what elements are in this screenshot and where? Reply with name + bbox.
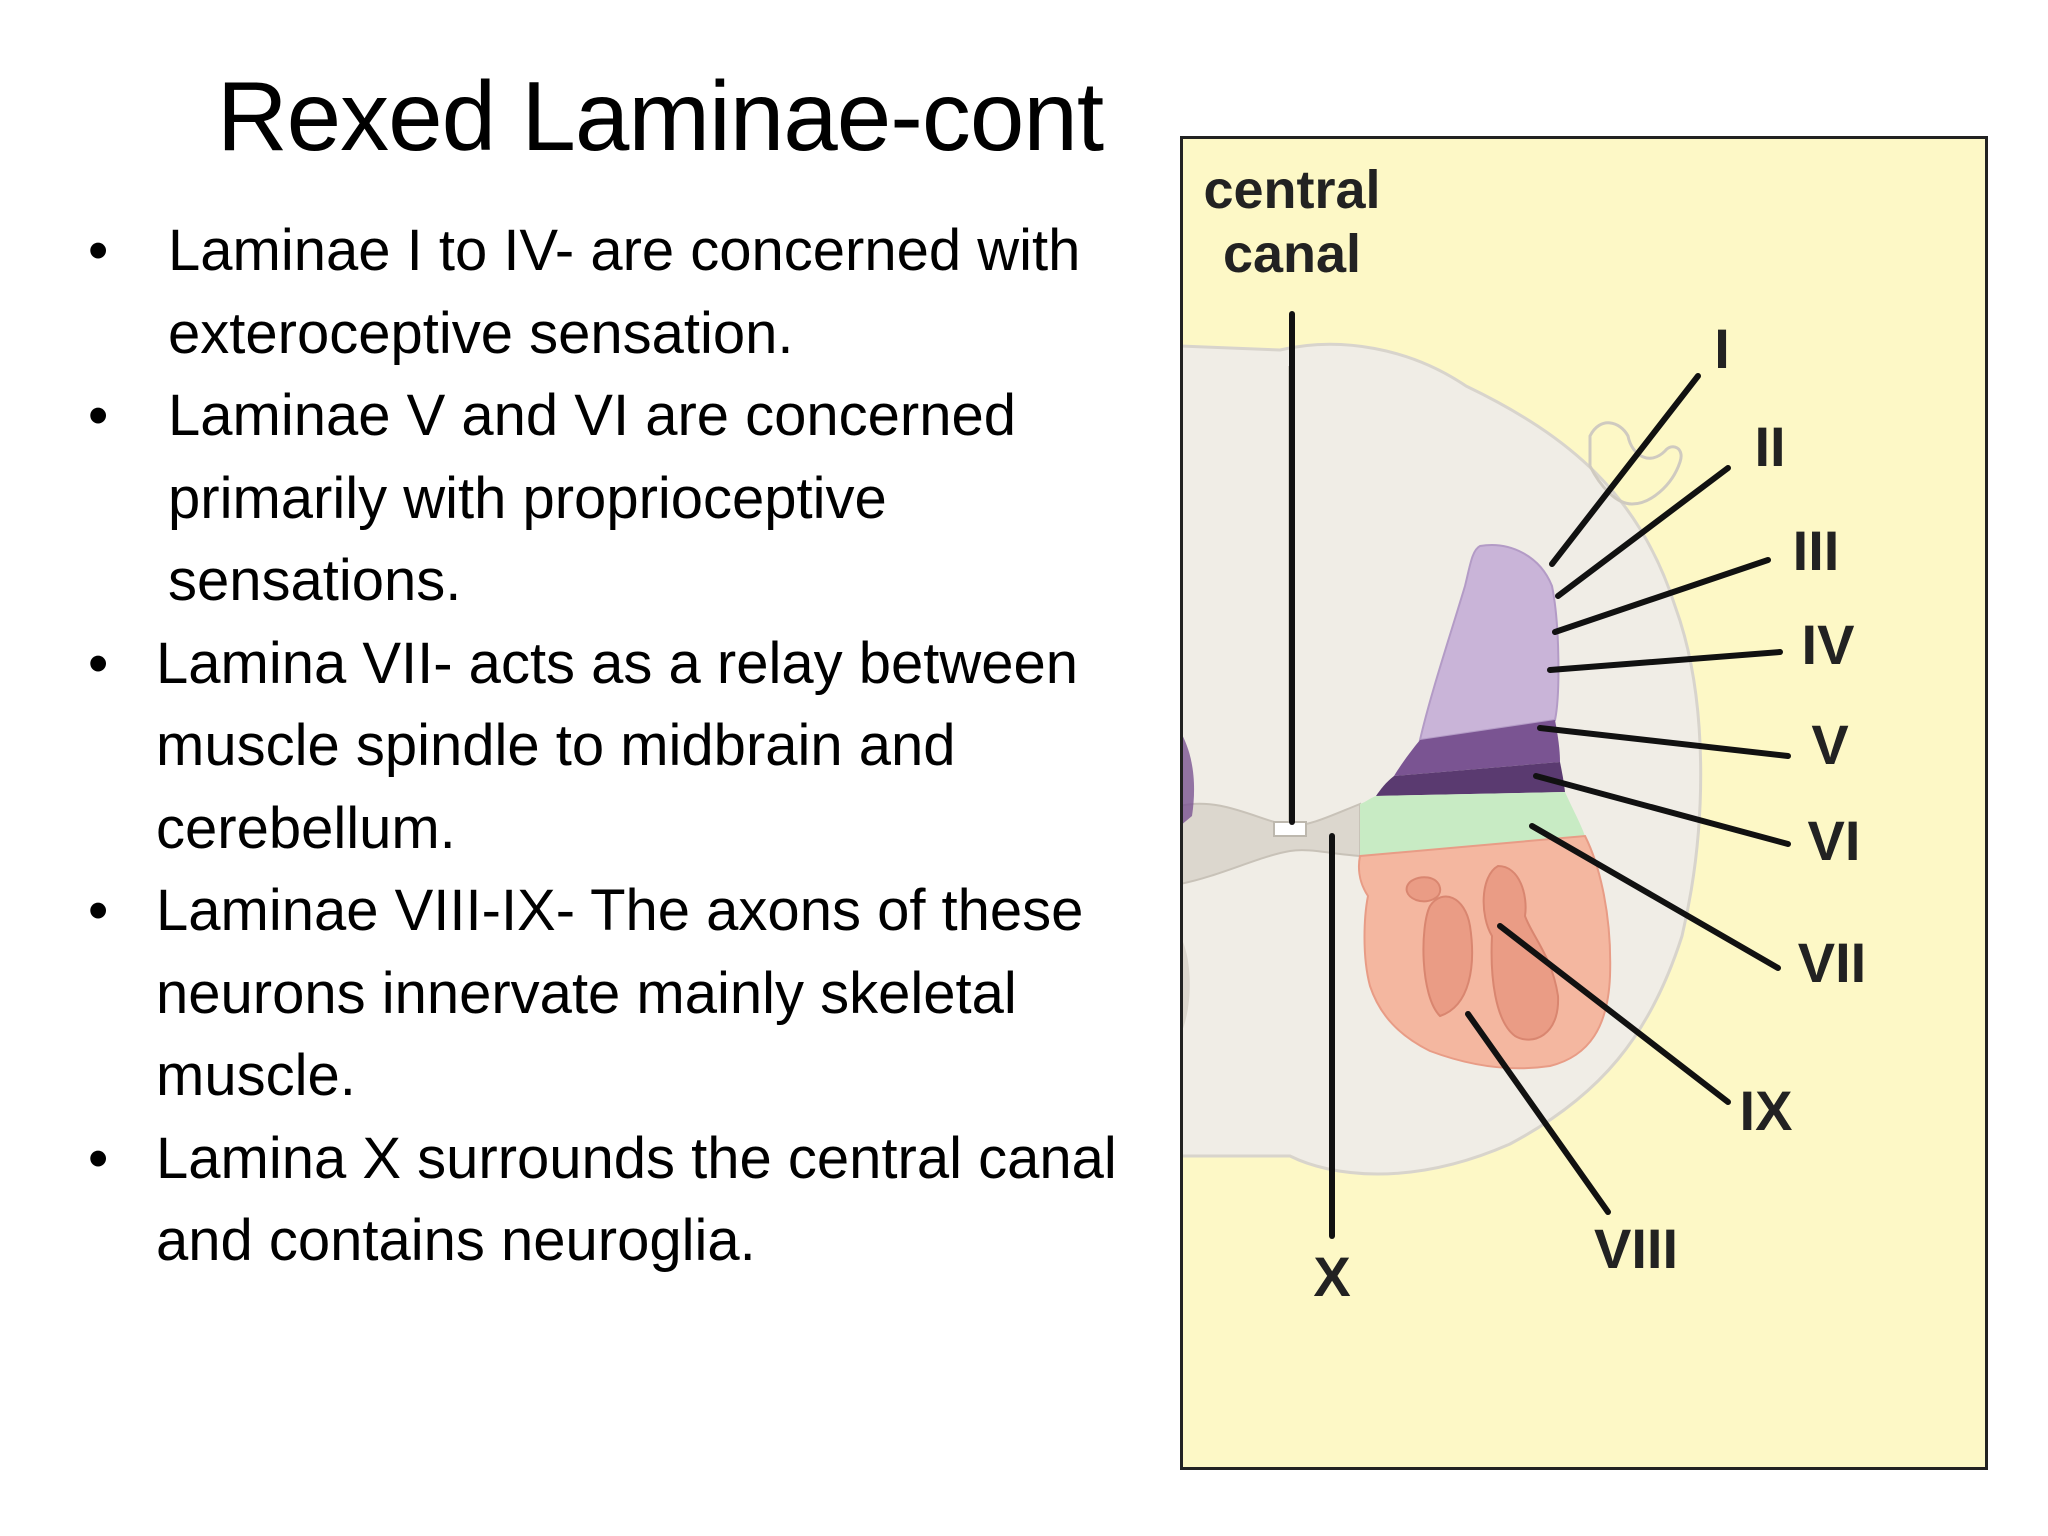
label-V: V xyxy=(1811,713,1848,776)
label-central: central xyxy=(1203,160,1380,220)
leader-II xyxy=(1555,465,1731,599)
label-IX: IX xyxy=(1740,1079,1793,1142)
leader-VI xyxy=(1533,773,1791,847)
label-VI: VI xyxy=(1808,809,1861,872)
left-grey-matter xyxy=(1180,731,1195,826)
label-I: I xyxy=(1714,317,1730,380)
bullet-marker: • xyxy=(88,383,109,448)
bullet-marker: • xyxy=(88,1125,109,1191)
leader-III xyxy=(1552,557,1771,635)
label-canal: canal xyxy=(1223,224,1361,284)
bullet-marker: • xyxy=(88,218,109,283)
bullet-list: • Laminae I to IV- are concerned with ext… xyxy=(88,210,1168,1283)
bullet-marker: • xyxy=(88,630,109,696)
label-III: III xyxy=(1793,519,1840,582)
spinal-cord-diagram: central canal I II III IV V VI VII IX VI… xyxy=(1180,136,1988,1470)
bullet-item: • Laminae V and VI are concerned primaril… xyxy=(88,375,1168,623)
lamina-VI xyxy=(1376,762,1565,796)
bullet-text: Laminae V and VI are concerned primarily… xyxy=(168,383,1016,613)
motor-nucleus-lateral xyxy=(1482,864,1560,1041)
label-VII: VII xyxy=(1798,931,1866,994)
bullet-text: Lamina VII- acts as a relay between musc… xyxy=(156,630,1079,861)
label-X: X xyxy=(1313,1245,1350,1308)
motor-nucleus-small xyxy=(1405,876,1442,903)
bullet-text: Laminae VIII-IX- The axons of these neur… xyxy=(156,878,1084,1108)
label-IV: IV xyxy=(1802,613,1855,676)
bullet-marker: • xyxy=(88,878,109,943)
label-II: II xyxy=(1754,415,1785,478)
lamina-V xyxy=(1394,720,1560,776)
bullet-item: • Lamina VII- acts as a relay between mus… xyxy=(88,623,1168,871)
bullet-item: • Laminae VIII-IX- The axons of these neu… xyxy=(88,870,1168,1118)
label-VIII: VIII xyxy=(1594,1217,1678,1280)
leader-IX xyxy=(1497,923,1731,1105)
leader-IV xyxy=(1547,649,1783,673)
bullet-item: • Lamina X surrounds the central canal an… xyxy=(88,1118,1168,1283)
motor-nucleus-medial xyxy=(1422,895,1474,1018)
slide-title: Rexed Laminae-cont xyxy=(216,61,1104,171)
bullet-text: Lamina X surrounds the central canal and… xyxy=(156,1125,1117,1274)
leader-VII xyxy=(1529,823,1781,971)
leader-VIII xyxy=(1465,1011,1611,1215)
bullet-text: Laminae I to IV- are concerned with exte… xyxy=(168,218,1081,366)
leader-V xyxy=(1537,725,1791,759)
diagram-frame xyxy=(1180,136,1988,1470)
dorsal-root xyxy=(1588,421,1683,506)
bullet-item: • Laminae I to IV- are concerned with ext… xyxy=(88,210,1168,375)
leader-I xyxy=(1549,373,1701,567)
